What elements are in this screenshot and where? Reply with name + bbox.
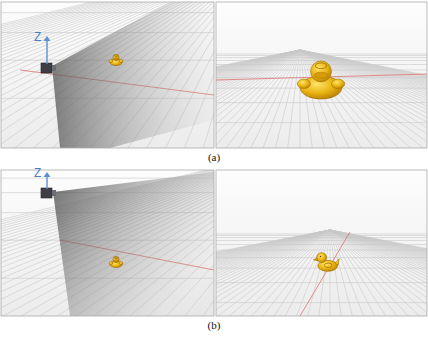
rubber-duck — [297, 61, 345, 99]
rubber-duck — [313, 253, 339, 272]
z-axis-arrow — [44, 172, 51, 189]
axis-label: Z — [34, 31, 41, 43]
ground-grid — [216, 230, 427, 316]
camera-icon — [41, 63, 56, 73]
viewport-panel — [1, 2, 214, 148]
ground-grid — [1, 2, 214, 148]
panel-background — [1, 2, 214, 148]
viewport-panel — [216, 170, 427, 316]
z-axis-arrow — [44, 36, 51, 64]
subfigure-caption: (a) — [208, 152, 220, 163]
viewport-panel — [216, 2, 427, 148]
rubber-duck — [109, 256, 123, 267]
ground-grid — [1, 170, 214, 316]
camera-icon — [41, 188, 56, 198]
panel-border — [1, 170, 214, 316]
panel-border — [216, 2, 427, 148]
panel-border — [216, 170, 427, 316]
ground-grid — [216, 50, 427, 148]
camera-frustum — [52, 2, 214, 148]
viewport-panel — [1, 170, 214, 316]
camera-frustum — [53, 172, 214, 316]
axis-label: Z — [34, 167, 41, 179]
subfigure-caption: (b) — [208, 320, 221, 331]
rubber-duck — [109, 54, 123, 65]
panel-border — [1, 2, 214, 148]
x-axis-line — [300, 232, 350, 316]
